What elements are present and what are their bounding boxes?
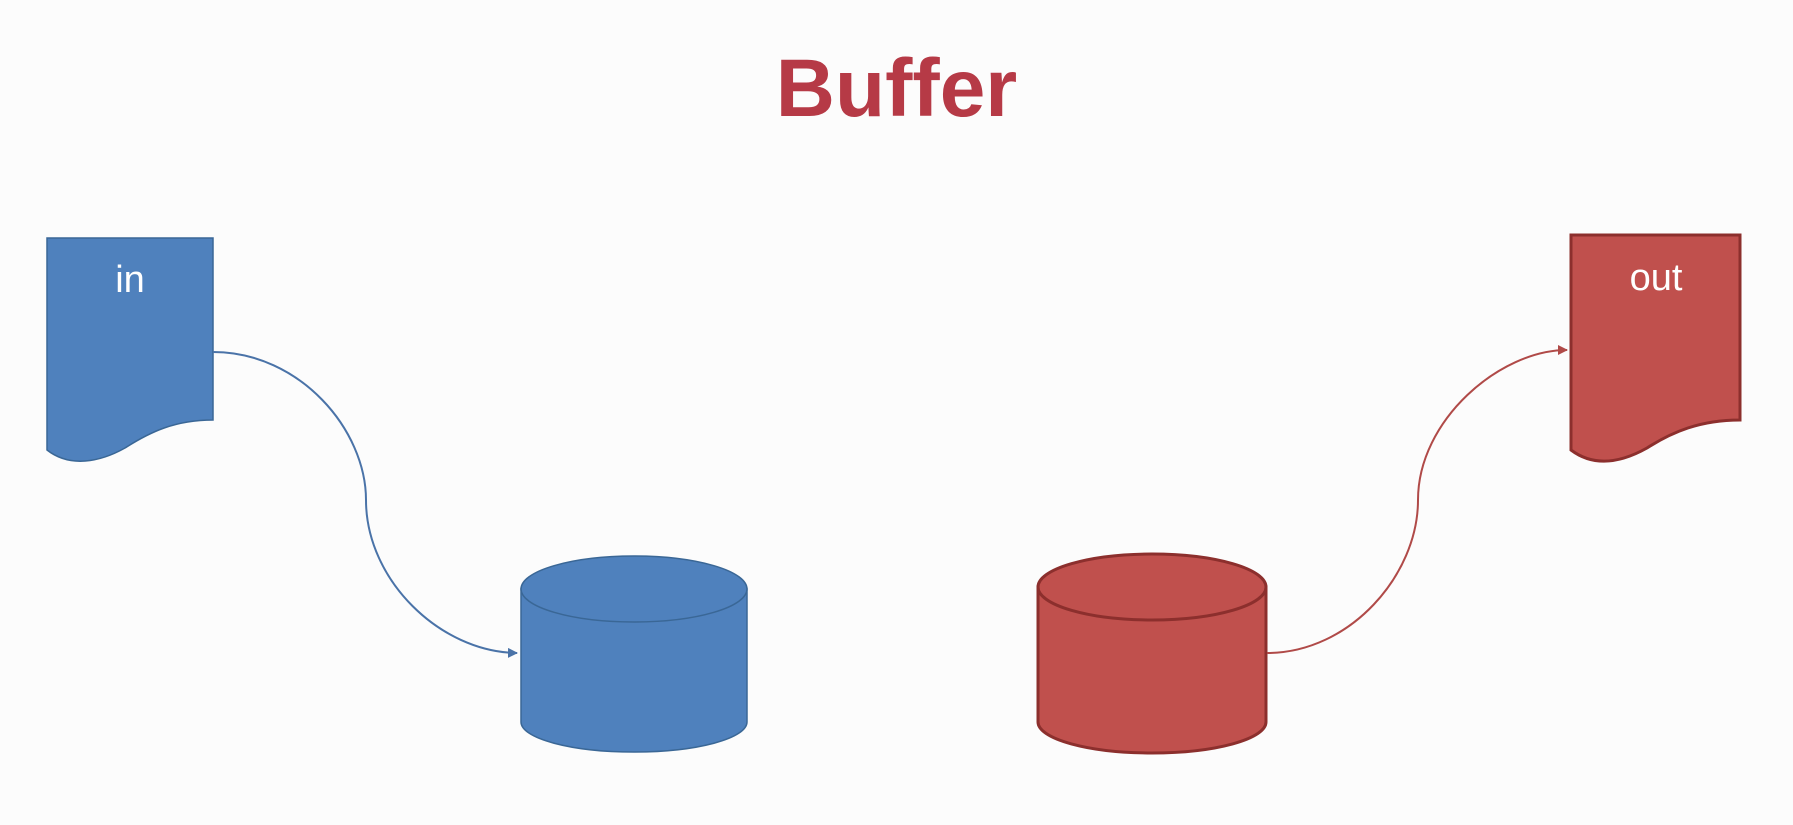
output-document: out — [1569, 233, 1742, 463]
output-document-shape — [1569, 233, 1742, 463]
edge-buffer-to-output — [1266, 345, 1568, 654]
input-buffer-top — [520, 555, 748, 623]
output-buffer-body — [1036, 585, 1268, 755]
input-document: in — [46, 237, 214, 462]
output-buffer-top — [1036, 552, 1268, 622]
input-buffer-body — [520, 588, 748, 753]
edge-input-to-buffer — [212, 351, 518, 658]
input-buffer — [520, 555, 748, 753]
input-document-label: in — [115, 259, 145, 301]
output-buffer — [1036, 552, 1268, 755]
slide-title: Buffer — [775, 43, 1018, 134]
output-document-label: out — [1630, 257, 1683, 299]
input-document-shape — [46, 237, 214, 462]
